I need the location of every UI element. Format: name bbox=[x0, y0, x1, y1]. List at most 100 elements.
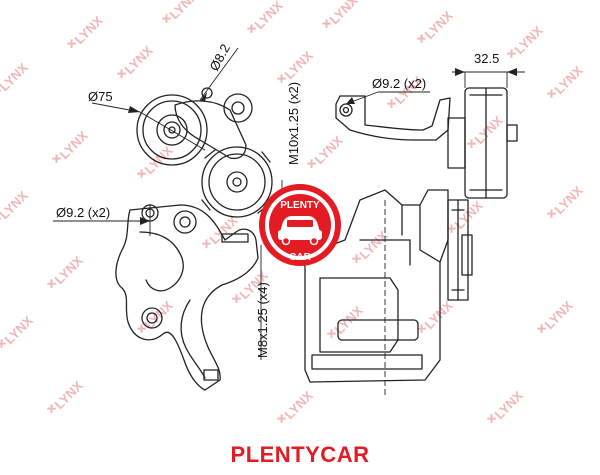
watermark-mark: LYNX bbox=[547, 183, 586, 218]
watermark-star-icon bbox=[487, 414, 496, 423]
arm-pivot-outer bbox=[223, 93, 253, 123]
watermark-star-icon bbox=[507, 49, 516, 58]
pulley-hub bbox=[156, 114, 188, 146]
m10-thread-label: M10x1.25 (x2) bbox=[286, 82, 301, 165]
watermark-star-icon bbox=[547, 89, 556, 98]
watermark-star-icon bbox=[247, 24, 256, 33]
bracket-hole-low-inner bbox=[146, 312, 158, 324]
m8-thread-label: M8x1.25 (x4) bbox=[255, 282, 270, 358]
plentycar-logo: PLENTY CAR bbox=[259, 184, 341, 266]
watermark-mark: LYNX bbox=[277, 48, 317, 83]
bracket-hole-low bbox=[141, 307, 163, 329]
watermark-mark: LYNX bbox=[277, 388, 317, 423]
watermark-star-icon bbox=[232, 294, 241, 303]
watermark-star-icon bbox=[47, 404, 56, 413]
spring-housing-center bbox=[226, 171, 248, 193]
brand-title: PLENTYCAR bbox=[230, 442, 370, 467]
side-top-arm bbox=[335, 95, 451, 141]
watermark-star-icon bbox=[52, 154, 61, 163]
watermark-text: LYNX bbox=[72, 13, 107, 48]
side-bolt-head bbox=[506, 124, 518, 142]
spring-housing-dot bbox=[232, 177, 242, 187]
watermark-star-icon bbox=[162, 14, 171, 23]
tensioner-arm bbox=[174, 100, 247, 160]
watermark-star-icon bbox=[137, 169, 146, 178]
bracket-outline bbox=[115, 204, 259, 391]
pulley-outer bbox=[136, 94, 208, 166]
watermark-text: LYNX bbox=[52, 253, 87, 288]
watermark-star-icon bbox=[417, 34, 426, 43]
side-shaft bbox=[461, 234, 473, 276]
arm-small-hole bbox=[201, 87, 213, 99]
bracket-hole-mid-inner bbox=[179, 216, 191, 228]
watermark-star-icon bbox=[67, 39, 76, 48]
arm-pivot-inner bbox=[231, 101, 245, 115]
watermark-text: LYNX bbox=[57, 128, 92, 163]
logo-text-top: PLENTY bbox=[280, 200, 320, 211]
watermark-text: LYNX bbox=[2, 313, 37, 348]
watermark-text: LYNX bbox=[552, 63, 587, 98]
side-body-steps bbox=[359, 204, 441, 266]
watermark-mark: LYNX bbox=[417, 8, 457, 43]
watermark-text: LYNX bbox=[0, 188, 31, 223]
spring-housing-outer bbox=[201, 146, 273, 218]
watermark-mark: LYNX bbox=[162, 0, 202, 23]
watermark-mark: LYNX bbox=[327, 303, 366, 338]
watermark-text: LYNX bbox=[312, 133, 347, 168]
logo-text-bottom: CAR bbox=[289, 252, 311, 263]
watermark-text: LYNX bbox=[422, 298, 457, 333]
watermark-text: LYNX bbox=[472, 113, 507, 148]
watermark-text: LYNX bbox=[512, 23, 547, 58]
watermark-text: LYNX bbox=[282, 48, 317, 83]
side-spring-lines bbox=[451, 199, 465, 301]
pulley-diameter-label: Ø75 bbox=[88, 89, 113, 104]
watermark-text: LYNX bbox=[327, 0, 362, 27]
right-holes-label: Ø9.2 (x2) bbox=[372, 76, 426, 91]
watermark-text: LYNX bbox=[0, 60, 31, 95]
watermark-mark: LYNX bbox=[537, 298, 577, 333]
tensioner-side-view bbox=[304, 87, 518, 383]
side-body bbox=[304, 189, 449, 383]
spring-housing-inner bbox=[208, 153, 266, 211]
watermark-text: LYNX bbox=[452, 198, 487, 233]
watermark-mark: LYNX bbox=[0, 60, 31, 95]
watermark-mark: LYNX bbox=[117, 43, 157, 78]
watermark-star-icon bbox=[467, 139, 476, 148]
watermark-star-icon bbox=[47, 279, 56, 288]
watermark-text: LYNX bbox=[142, 143, 177, 178]
stud-pin bbox=[221, 233, 249, 243]
watermark-text: LYNX bbox=[52, 378, 87, 413]
watermark-text: LYNX bbox=[122, 43, 157, 78]
car-icon bbox=[278, 216, 322, 246]
watermark-text: LYNX bbox=[252, 0, 287, 32]
watermark-mark: LYNX bbox=[47, 378, 87, 413]
watermark-text: LYNX bbox=[542, 298, 577, 333]
watermark-star-icon bbox=[537, 324, 546, 333]
watermark-star-icon bbox=[387, 99, 396, 108]
watermark-mark: LYNX bbox=[417, 298, 457, 333]
width-label: 32.5 bbox=[474, 51, 499, 66]
watermark-mark: LYNX bbox=[547, 63, 587, 98]
watermark-text: LYNX bbox=[167, 0, 202, 22]
spring-housing-ribs bbox=[201, 149, 271, 214]
tensioner-front-view bbox=[115, 87, 273, 391]
bracket-lower-arm bbox=[180, 299, 206, 379]
dimension-lines bbox=[53, 47, 525, 395]
side-top-hole bbox=[339, 103, 353, 117]
bracket-inner-rib bbox=[139, 231, 184, 292]
watermark-star-icon bbox=[277, 414, 286, 423]
side-window bbox=[337, 319, 419, 341]
bracket-hole-mid bbox=[173, 210, 197, 234]
side-pulley-grooves bbox=[469, 87, 503, 199]
watermark-text: LYNX bbox=[282, 388, 317, 423]
watermark-star-icon bbox=[277, 74, 286, 83]
watermark-star-icon bbox=[352, 254, 361, 263]
dimension-arrows bbox=[128, 68, 517, 225]
side-lower-lug bbox=[311, 354, 423, 370]
watermark-star-icon bbox=[137, 324, 146, 333]
watermark-star-icon bbox=[327, 329, 336, 338]
watermark-text: LYNX bbox=[422, 8, 457, 43]
bracket-tab bbox=[203, 369, 219, 381]
pulley-bolt-center bbox=[168, 126, 176, 134]
